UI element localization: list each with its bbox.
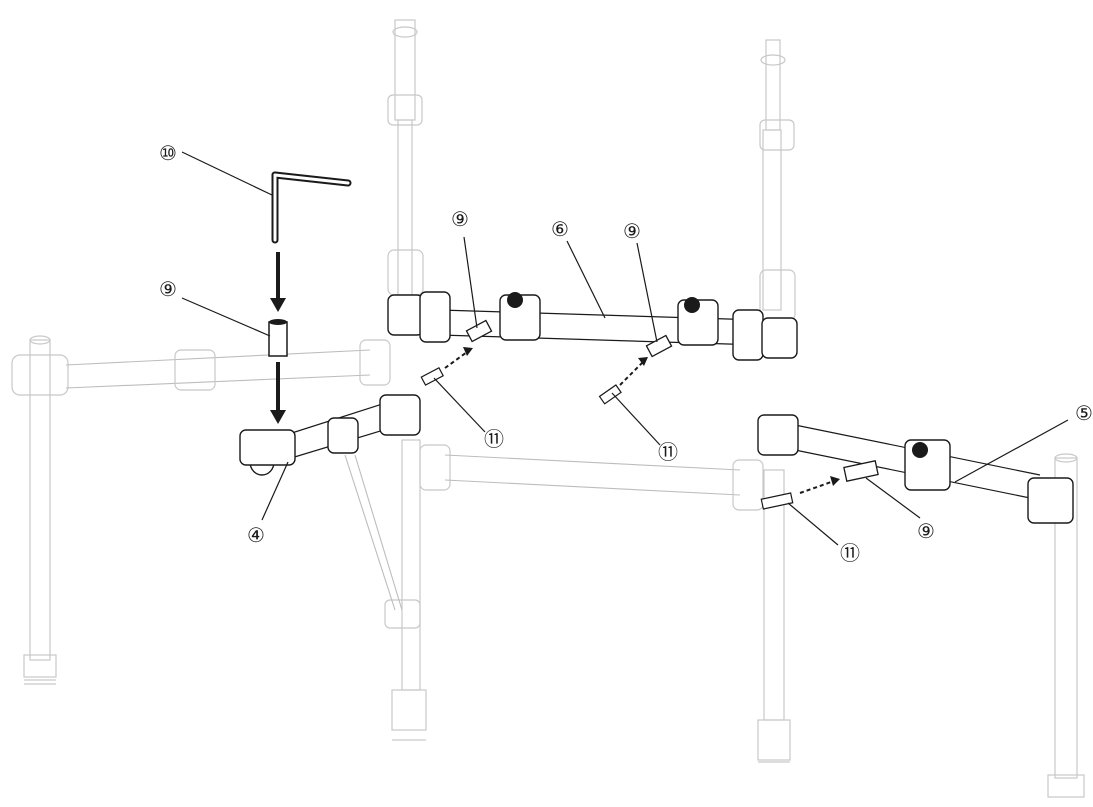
center-left-post xyxy=(384,19,451,741)
faded-rack-structure xyxy=(11,19,1085,798)
callout-9-center-right: ⑨ xyxy=(623,221,641,243)
center-right-post xyxy=(757,39,796,763)
callout-5: ⑤ xyxy=(1075,403,1093,425)
callout-4: ④ xyxy=(247,525,265,547)
bolt-11-parts xyxy=(420,366,794,510)
left-arm xyxy=(65,339,391,391)
crossbar-5 xyxy=(757,414,1074,524)
hex-key-icon xyxy=(271,171,352,244)
arrow-down-icon xyxy=(270,252,286,424)
callout-9-center-left: ⑨ xyxy=(451,209,469,231)
callout-11-right: ⑪ xyxy=(840,542,860,565)
arrow-diagonal-icon xyxy=(444,347,840,494)
callout-11-center: ⑪ xyxy=(658,441,678,464)
crossbar-6 xyxy=(387,291,798,361)
callout-11-left: ⑪ xyxy=(484,428,504,451)
callout-10-left: ⑩ xyxy=(159,143,177,165)
leader-lines xyxy=(181,151,1069,546)
crossbar-4 xyxy=(239,394,421,476)
right-front-leg xyxy=(1047,453,1085,798)
sleeve-9-detail xyxy=(268,319,288,357)
lower-horizontal-bar xyxy=(444,454,764,511)
callout-6: ⑥ xyxy=(551,219,569,241)
callout-labels: ⑩ ⑨ ⑨ ⑥ ⑨ ⑪ ⑪ ④ ⑤ ⑨ ⑪ xyxy=(159,143,1093,565)
callout-9-right: ⑨ xyxy=(917,521,935,543)
left-back-leg xyxy=(11,335,69,685)
diagonal-brace xyxy=(344,454,396,611)
sleeve-9-parts xyxy=(465,319,879,482)
callout-9-left: ⑨ xyxy=(159,279,177,301)
